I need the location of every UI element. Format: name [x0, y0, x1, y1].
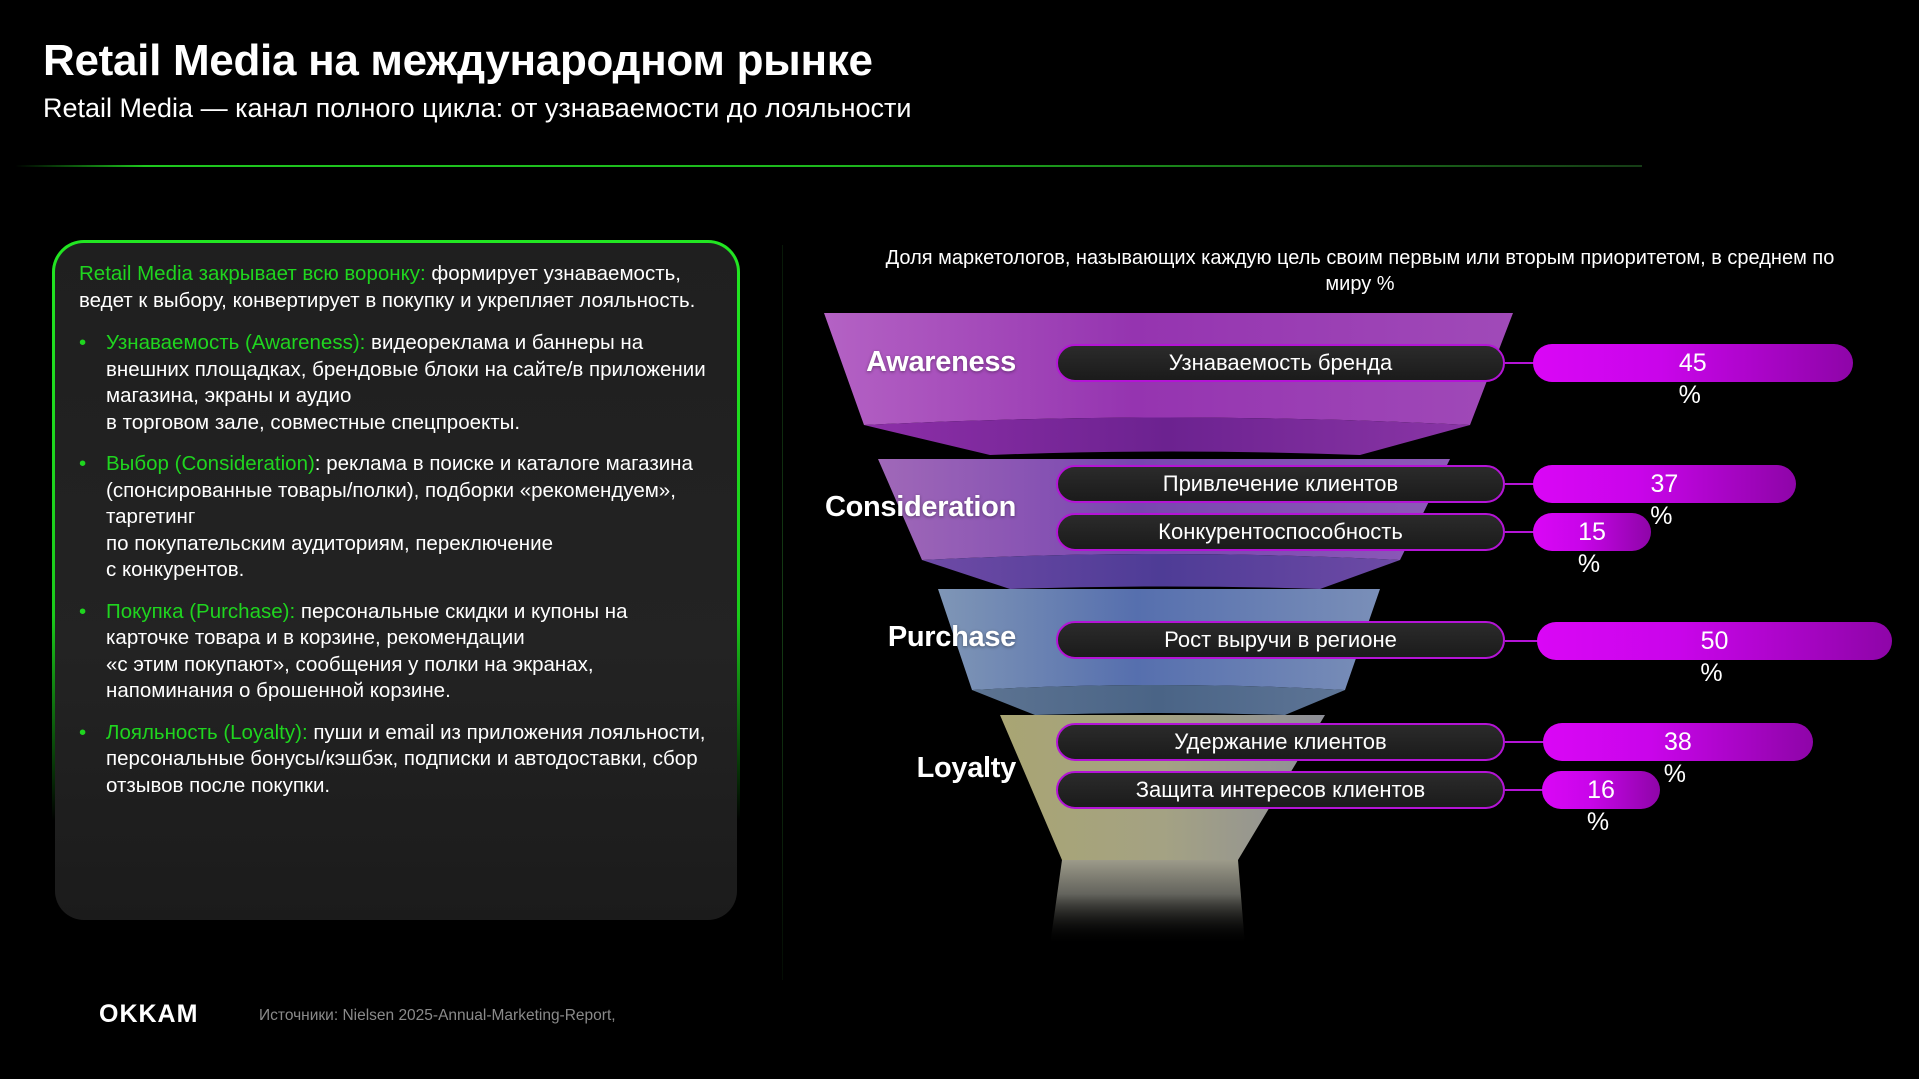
value-bar: 16 [1542, 771, 1660, 809]
page-title: Retail Media на международном рынке [43, 36, 873, 85]
header-divider [15, 165, 1642, 167]
stage-list: • Узнаваемость (Awareness): видеореклама … [79, 330, 713, 799]
bullet-icon: • [79, 720, 87, 744]
stage-label-awareness: Awareness [866, 346, 1016, 378]
stage-item-text: : реклама в поиске и каталоге магазина (… [106, 452, 693, 581]
goal-pill-customer-retention: Удержание клиентов [1056, 723, 1505, 761]
stage-item-text: видеореклама и баннеры на внешних площад… [106, 331, 706, 434]
value-percent-label: % [1586, 808, 1610, 836]
goal-pill-brand-awareness: Узнаваемость бренда [1056, 344, 1505, 382]
value-bar: 50 [1537, 622, 1892, 660]
bar-connector [1505, 362, 1535, 364]
stage-label-consideration: Consideration [824, 491, 1016, 523]
funnel-description-panel: Retail Media закрывает всю воронку: форм… [52, 240, 740, 923]
stage-label-purchase: Purchase [887, 621, 1016, 653]
bullet-icon: • [79, 599, 87, 623]
value-bar: 38 [1543, 723, 1813, 761]
column-divider [782, 245, 783, 980]
bar-connector [1505, 483, 1535, 485]
bullet-icon: • [79, 331, 87, 354]
sources-note: Источники: Nielsen 2025-Annual-Marketing… [259, 1007, 616, 1024]
stage-item-heading: Лояльность (Loyalty): [106, 720, 308, 744]
stage-item-text: персональные скидки и купоны на карточке… [106, 599, 628, 703]
bar-connector [1505, 741, 1545, 743]
stage-item-awareness: • Узнаваемость (Awareness): видеореклама … [79, 330, 713, 436]
stage-item-heading: Узнаваемость (Awareness): [106, 331, 366, 354]
value-bar: 45 [1533, 344, 1853, 382]
bar-connector [1505, 789, 1544, 791]
stage-item-text: пуши и email из приложения лояльности, п… [106, 720, 706, 797]
okkam-logo: OKKAM [99, 1000, 199, 1028]
panel-intro-highlight: Retail Media закрывает всю воронку: [79, 262, 426, 285]
stage-item-loyalty: • Лояльность (Loyalty): пуши и email из п… [79, 720, 713, 800]
stage-item-consideration: • Выбор (Consideration): реклама в поиске… [79, 451, 713, 584]
goal-pill-revenue-growth: Рост выручи в регионе [1056, 621, 1505, 659]
page-subtitle: Retail Media — канал полного цикла: от у… [43, 93, 912, 123]
goal-pill-customer-acquisition: Привлечение клиентов [1056, 465, 1505, 503]
value-percent-label: % [1663, 760, 1686, 788]
value-percent-label: % [1577, 550, 1601, 578]
value-percent-label: % [1678, 381, 1701, 409]
stage-label-loyalty: Loyalty [916, 752, 1017, 784]
value-percent-label: % [1700, 659, 1723, 687]
bar-connector [1505, 640, 1539, 642]
value-bar: 37 [1533, 465, 1796, 503]
bar-connector [1505, 531, 1535, 533]
goal-pill-customer-protection: Защита интересов клиентов [1056, 771, 1505, 809]
chart-title: Доля маркетологов, называющих каждую цел… [885, 247, 1835, 295]
value-percent-label: % [1650, 502, 1673, 530]
panel-intro-text: формирует узнаваемость, ведет к выбору, … [79, 262, 696, 312]
stage-item-heading: Покупка (Purchase): [106, 599, 296, 623]
bullet-icon: • [79, 452, 87, 475]
panel-intro: Retail Media закрывает всю воронку: форм… [79, 261, 713, 314]
goal-pill-competitiveness: Конкурентоспособность [1056, 513, 1505, 551]
value-bar: 15 [1533, 513, 1651, 551]
stage-item-purchase: • Покупка (Purchase): персональные скидки… [79, 599, 713, 705]
stage-item-heading: Выбор (Consideration) [106, 452, 315, 475]
